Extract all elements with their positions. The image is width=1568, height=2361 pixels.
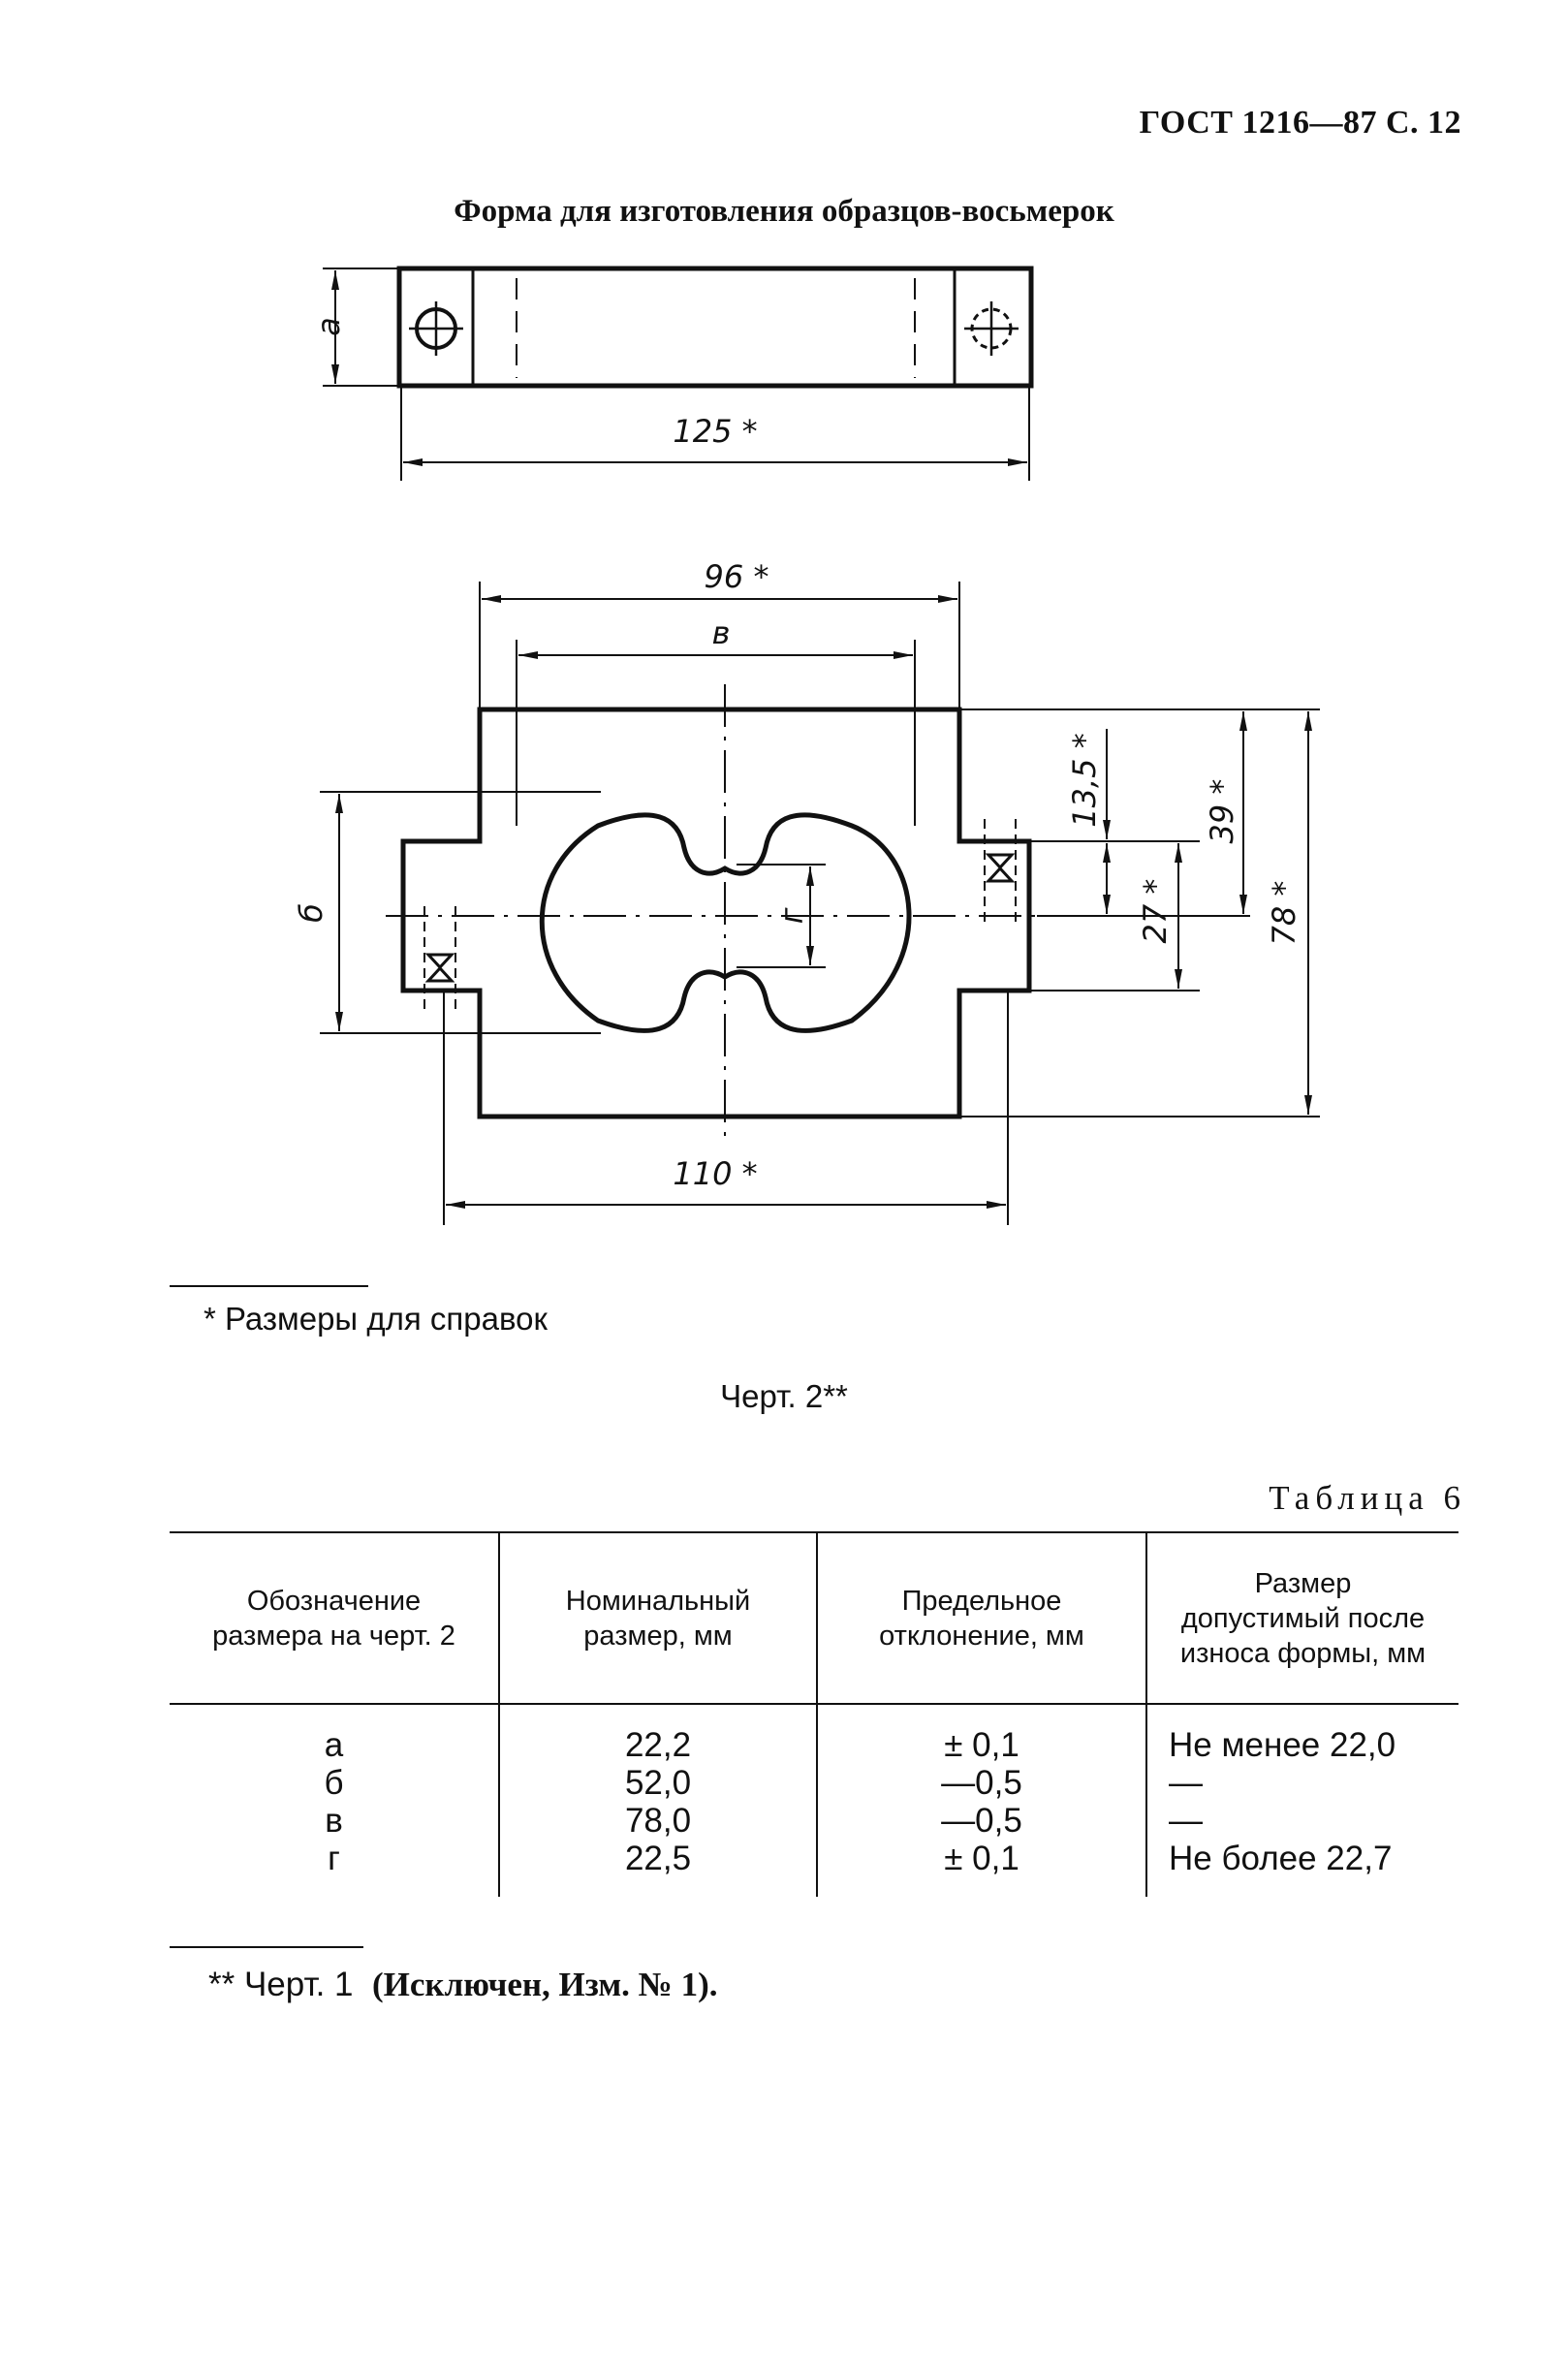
cell-nominal: 22,2 52,0 78,0 22,5 — [498, 1704, 817, 1897]
top-view-outline — [396, 266, 1034, 389]
dim-27: 27 * — [1137, 879, 1174, 944]
dim-110: 110 * — [673, 1155, 757, 1192]
footnote2-text: (Исключен, Изм. № 1). — [371, 1966, 718, 2003]
pin-symbol-left — [409, 301, 463, 356]
pin-right — [984, 819, 1017, 926]
cell-designation: а б в г — [324, 1726, 344, 1877]
top-view — [323, 266, 1034, 481]
dim-a: а — [310, 317, 347, 336]
page-header: ГОСТ 1216—87 С. 12 — [1139, 105, 1461, 141]
footnote2-marker: ** Черт. 1 — [208, 1966, 354, 2003]
dim-125: 125 * — [673, 413, 757, 450]
figure-eight-cavity — [539, 812, 912, 1033]
dim-39: 39 * — [1204, 779, 1240, 844]
figure-title: Форма для изготовления образцов-восьмеро… — [454, 194, 1114, 229]
plan-view — [320, 582, 1320, 1225]
table-row: а б в г 22,2 52,0 78,0 22,5 ± 0,1 —0,5 —… — [170, 1704, 1458, 1897]
cell-deviation: ± 0,1 —0,5 —0,5 ± 0,1 — [816, 1704, 1146, 1897]
technical-drawing: а 125 * — [293, 266, 1320, 1225]
dim-g: г — [773, 907, 810, 924]
pin-symbol-right — [964, 301, 1019, 356]
pin-left — [423, 906, 456, 1013]
footnote-reference-dims: * Размеры для справок — [204, 1301, 548, 1337]
footnote-rule — [170, 1285, 368, 1287]
dim-13-5: 13,5 * — [1066, 733, 1103, 827]
footnote2-rule — [170, 1946, 363, 1948]
dim-v: в — [712, 614, 731, 651]
dim-78: 78 * — [1266, 881, 1302, 946]
cell-wear-limit: Не менее 22,0 — — Не более 22,7 — [1145, 1704, 1458, 1897]
figure-caption: Черт. 2** — [720, 1378, 848, 1414]
table-title: Таблица 6 — [1269, 1479, 1466, 1517]
mould-outline — [400, 707, 1032, 1119]
footnote-excluded-drawing: ** Черт. 1 (Исключен, Изм. № 1). — [208, 1966, 718, 2004]
dim-96: 96 * — [705, 558, 769, 595]
dim-b: б — [293, 903, 329, 923]
